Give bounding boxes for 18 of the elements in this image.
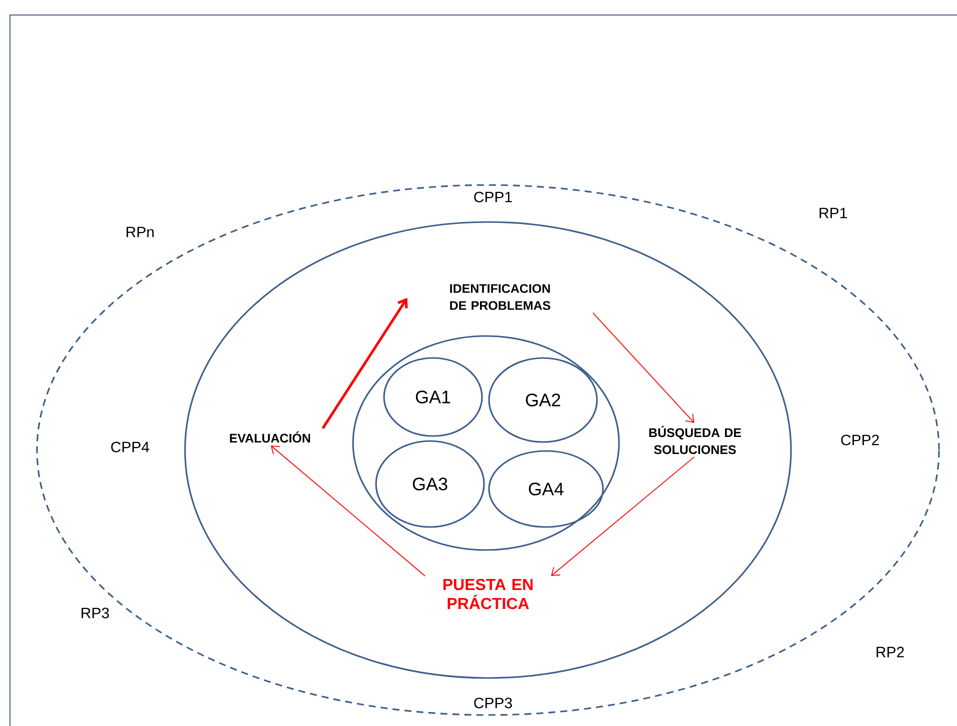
region-label: RPn [126,226,154,238]
ring-label: CPP3 [472,696,514,710]
arrow [270,445,426,576]
region-label: RP2 [876,646,904,658]
phase-label: BÚSQUEDA DE SOLUCIONES [649,426,742,454]
arrow [322,298,408,430]
ellipse [184,221,792,679]
phase-label: PUESTA EN PRÁCTICA [443,578,533,610]
ring-label: CPP2 [839,434,881,446]
ring-label: CPP4 [109,440,151,454]
ring-label: CPP1 [472,190,514,204]
ellipse [352,335,620,551]
arrow [550,456,695,576]
region-label: RP3 [82,608,109,618]
arrow [592,312,694,423]
region-label: RP1 [820,208,847,218]
phase-label: IDENTIFICACION DE PROBLEMAS [450,284,550,310]
phase-label: EVALUACIÓN [230,431,310,443]
